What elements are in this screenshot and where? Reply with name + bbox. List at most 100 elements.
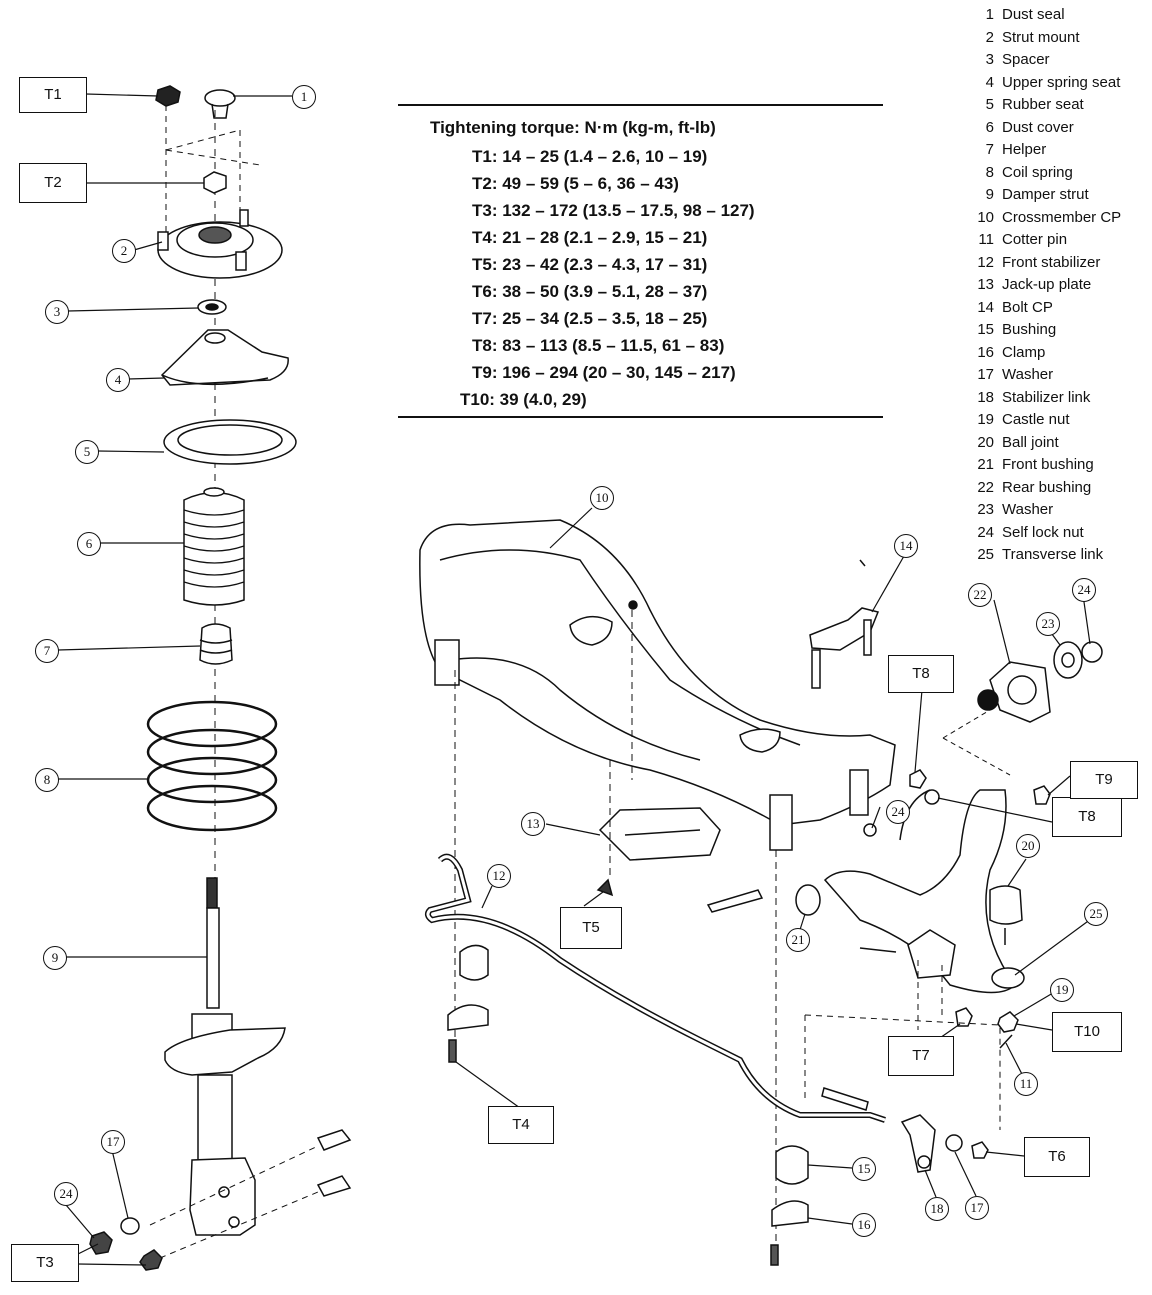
part-name: Washer [1002, 366, 1054, 383]
torque-line-t10: T10: 39 (4.0, 29) [460, 390, 587, 409]
part-name: Front stabilizer [1002, 253, 1101, 271]
part-number: 2 [985, 28, 994, 46]
part-name: Bolt CP [1002, 298, 1053, 316]
torque-line-t9: T9: 196 – 294 (20 – 30, 145 – 217) [472, 363, 736, 382]
part-name: Castle nut [1002, 411, 1070, 428]
callout-6: 6 [77, 532, 101, 556]
torque-heading: Tightening torque: N·m (kg-m, ft-lb) [430, 118, 716, 137]
torque-box-t5: T5 [560, 907, 622, 949]
part-name: Clamp [1002, 343, 1046, 361]
part-number: 12 [977, 253, 994, 271]
part-name: Rear bushing [1002, 478, 1092, 496]
bottom-rule [398, 416, 883, 418]
part-number: 6 [985, 118, 994, 136]
part-name: Ball joint [1002, 433, 1059, 451]
torque-box-t3: T3 [11, 1244, 79, 1282]
callout-18: 18 [925, 1197, 949, 1221]
torque-box-t1: T1 [19, 77, 87, 113]
part-number: 5 [985, 96, 994, 113]
part-name: Self lock nut [1002, 523, 1084, 541]
callout-25: 25 [1084, 902, 1108, 926]
part-name: Strut mount [1002, 28, 1080, 46]
part-name: Dust seal [1002, 6, 1065, 23]
part-number: 19 [977, 411, 994, 428]
callout-24-left: 24 [54, 1182, 78, 1206]
part-name: Cotter pin [1002, 231, 1068, 248]
top-rule [398, 104, 883, 106]
torque-line-t8: T8: 83 – 113 (8.5 – 11.5, 61 – 83) [472, 336, 725, 355]
part-number: 16 [977, 343, 994, 361]
torque-line-t1: T1: 14 – 25 (1.4 – 2.6, 10 – 19) [472, 147, 708, 166]
part-name: Damper strut [1002, 186, 1089, 203]
part-number: 21 [977, 456, 994, 473]
part-number: 23 [977, 501, 994, 518]
callout-10: 10 [590, 486, 614, 510]
torque-box-t8-lower: T8 [1052, 797, 1122, 837]
part-number: 18 [977, 388, 994, 406]
part-name: Stabilizer link [1002, 388, 1091, 406]
torque-box-t4: T4 [488, 1106, 554, 1144]
callout-12: 12 [487, 864, 511, 888]
part-name: Dust cover [1002, 118, 1074, 136]
callout-20: 20 [1016, 834, 1040, 858]
part-number: 7 [985, 141, 994, 158]
callout-24-top: 24 [1072, 578, 1096, 602]
callout-8: 8 [35, 768, 59, 792]
part-number: 8 [985, 163, 994, 181]
torque-line-t4: T4: 21 – 28 (2.1 – 2.9, 15 – 21) [472, 228, 708, 247]
part-number: 10 [977, 208, 994, 226]
torque-line-t2: T2: 49 – 59 (5 – 6, 36 – 43) [472, 174, 679, 193]
callout-13: 13 [521, 812, 545, 836]
part-name: Spacer [1002, 51, 1050, 68]
torque-spec-table: Tightening torque: N·m (kg-m, ft-lb) T1:… [398, 100, 883, 420]
callout-4: 4 [106, 368, 130, 392]
torque-box-t7: T7 [888, 1036, 954, 1076]
part-name: Washer [1002, 501, 1054, 518]
callout-22: 22 [968, 583, 992, 607]
torque-box-t2: T2 [19, 163, 87, 203]
part-number: 9 [985, 186, 994, 203]
torque-box-t10: T10 [1052, 1012, 1122, 1052]
part-name: Coil spring [1002, 163, 1073, 181]
part-name: Front bushing [1002, 456, 1094, 473]
callout-2: 2 [112, 239, 136, 263]
callout-3: 3 [45, 300, 69, 324]
callout-17-left: 17 [101, 1130, 125, 1154]
part-number: 1 [985, 6, 994, 23]
callout-15: 15 [852, 1157, 876, 1181]
callout-14: 14 [894, 534, 918, 558]
torque-line-t5: T5: 23 – 42 (2.3 – 4.3, 17 – 31) [472, 255, 708, 274]
part-name: Transverse link [1002, 546, 1104, 563]
part-number: 4 [985, 73, 994, 91]
part-name: Crossmember CP [1002, 208, 1122, 226]
callout-16: 16 [852, 1213, 876, 1237]
torque-line-t7: T7: 25 – 34 (2.5 – 3.5, 18 – 25) [472, 309, 708, 328]
torque-line-t3: T3: 132 – 172 (13.5 – 17.5, 98 – 127) [472, 201, 755, 220]
callout-7: 7 [35, 639, 59, 663]
callout-21: 21 [786, 928, 810, 952]
part-name: Jack-up plate [1002, 276, 1092, 293]
part-name: Upper spring seat [1002, 73, 1121, 91]
callout-17-right: 17 [965, 1196, 989, 1220]
callout-24-center: 24 [886, 800, 910, 824]
part-number: 14 [977, 298, 994, 316]
part-number: 25 [977, 546, 994, 563]
torque-line-t6: T6: 38 – 50 (3.9 – 5.1, 28 – 37) [472, 282, 708, 301]
callout-9: 9 [43, 946, 67, 970]
part-number: 15 [977, 321, 994, 338]
part-number: 3 [985, 51, 994, 68]
callout-1: 1 [292, 85, 316, 109]
callout-19: 19 [1050, 978, 1074, 1002]
part-number: 17 [977, 366, 994, 383]
torque-box-t6: T6 [1024, 1137, 1090, 1177]
part-number: 11 [978, 231, 994, 248]
part-number: 24 [977, 523, 994, 541]
part-name: Bushing [1002, 321, 1057, 338]
callout-23: 23 [1036, 612, 1060, 636]
part-name: Helper [1002, 141, 1047, 158]
callout-5: 5 [75, 440, 99, 464]
part-number: 13 [977, 276, 994, 293]
part-number: 22 [977, 478, 994, 496]
callout-11: 11 [1014, 1072, 1038, 1096]
